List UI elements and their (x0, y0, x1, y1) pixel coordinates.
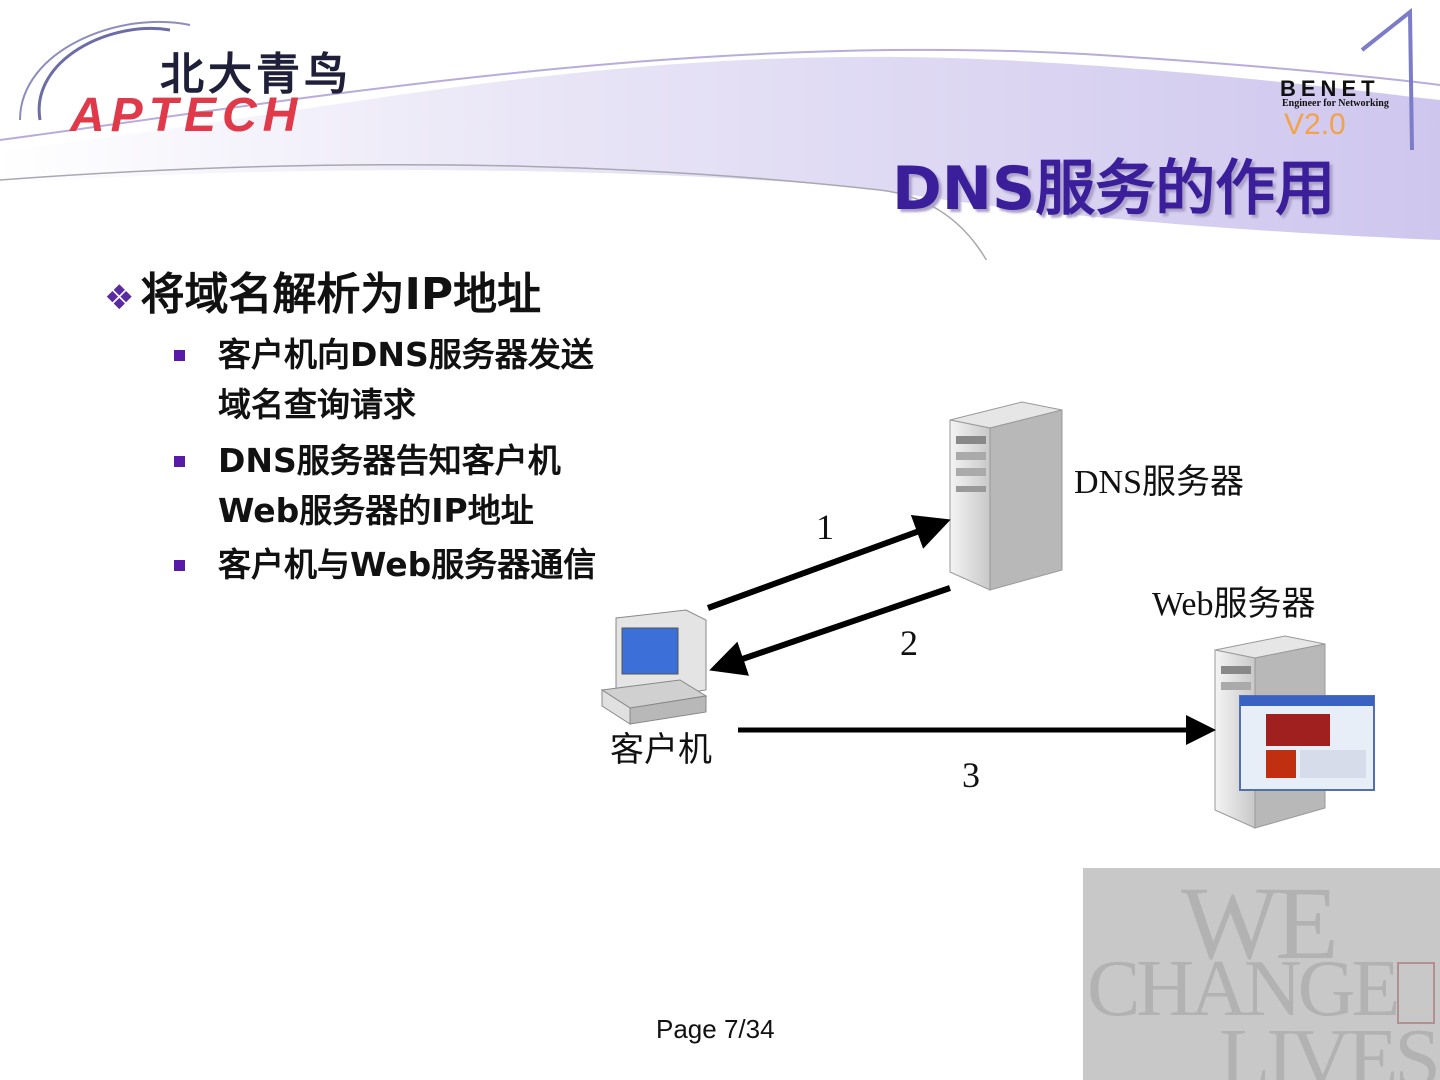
sub-bullet-2: DNS服务器告知客户机 Web服务器的IP地址 (174, 436, 561, 536)
dns-server-icon (949, 401, 1063, 591)
web-server-label: Web服务器 (1152, 586, 1316, 623)
sub-bullet-text: Web服务器的IP地址 (218, 491, 534, 530)
web-server-icon (1214, 635, 1375, 829)
watermark-line: CHANGE (1087, 945, 1400, 1033)
sub-bullet-3: 客户机与Web服务器通信 (174, 540, 596, 590)
sub-bullet-text: 客户机与Web服务器通信 (218, 545, 597, 584)
step-label-1: 1 (816, 507, 834, 547)
watermark: WE CHANGE LIVES (1083, 868, 1440, 1080)
square-bullet-icon (174, 456, 185, 467)
square-bullet-icon (174, 350, 185, 361)
watermark-line: WE (1181, 868, 1339, 981)
step-label-2: 2 (900, 623, 918, 663)
slide-title: DNS服务的作用 (892, 154, 1336, 224)
diamond-bullet-icon: ❖ (104, 278, 135, 318)
header-banner (0, 7, 1440, 260)
brand-subtitle: Engineer for Networking (1282, 98, 1389, 109)
seal-stamp-icon (1397, 962, 1435, 1024)
step-label-3: 3 (962, 755, 980, 795)
sub-bullet-1: 客户机向DNS服务器发送 域名查询请求 (174, 330, 594, 430)
sub-bullet-text: 域名查询请求 (218, 385, 416, 424)
arrow-step-2 (709, 585, 951, 676)
brand-version: V2.0 (1284, 108, 1346, 141)
sub-bullet-text: DNS服务器告知客户机 (218, 441, 561, 480)
page-number: Page 7/34 (656, 1014, 775, 1044)
client-label: 客户机 (610, 732, 712, 769)
logo-chinese: 北大青鸟 (160, 49, 352, 100)
main-bullet: ❖将域名解析为IP地址 (104, 258, 541, 322)
sub-bullet-text: 客户机向DNS服务器发送 (218, 335, 594, 374)
arrow-step-1 (706, 514, 951, 611)
main-bullet-text: 将域名解析为IP地址 (140, 269, 542, 320)
dns-server-label: DNS服务器 (1074, 464, 1245, 501)
client-computer-icon (600, 609, 708, 725)
logo-aptech: APTECH (70, 89, 304, 142)
square-bullet-icon (174, 560, 185, 571)
brand-benet: BENET (1280, 76, 1380, 101)
